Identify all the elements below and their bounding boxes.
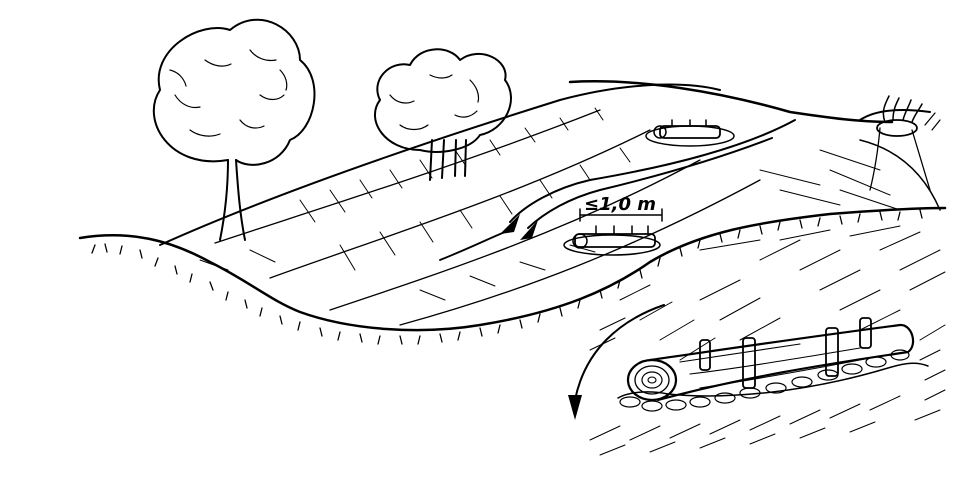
log-barrier-detail [617,317,929,412]
tree-group-center [374,48,512,181]
lower-slope [589,149,946,421]
knoll-with-plants [859,95,941,191]
flow-arrow-lower [568,304,665,420]
dimension-label: ≤1,0 m [584,194,656,215]
tree-left [152,18,316,241]
ground-edge [78,206,947,345]
log-barrier-near [563,208,663,256]
far-hill [568,80,941,211]
flow-arrow-upper [500,119,796,240]
log-barrier-far [645,119,735,147]
detail-ground [589,395,901,456]
upper-field [159,83,761,326]
